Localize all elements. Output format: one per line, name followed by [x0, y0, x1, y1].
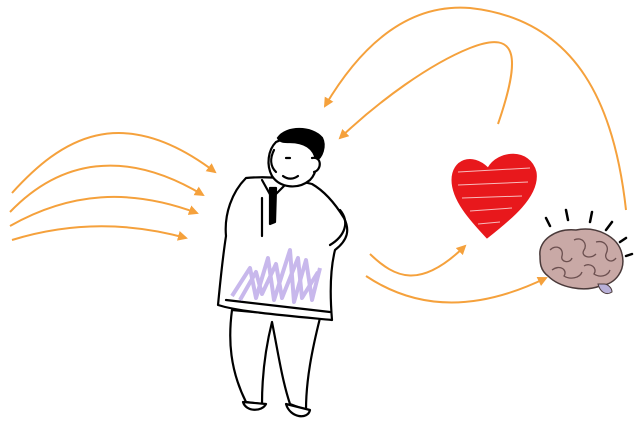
- heart-icon: [452, 154, 536, 238]
- person-left-shoe: [243, 402, 266, 410]
- feedback-arrow-from-heart: [340, 42, 512, 138]
- brain-stem: [598, 284, 612, 294]
- arrow-to-brain: [366, 276, 546, 303]
- incoming-arrow-3: [10, 197, 197, 226]
- brain-icon: [540, 210, 632, 294]
- brain-shape: [540, 229, 623, 289]
- person-head: [269, 129, 324, 186]
- incoming-arrow-4: [12, 226, 186, 240]
- heart-shape: [452, 154, 536, 238]
- person-tie: [270, 188, 276, 224]
- outgoing-arrows: [366, 246, 546, 303]
- arrow-to-heart: [370, 246, 465, 276]
- person-legs: [230, 310, 320, 410]
- incoming-arrows: [10, 133, 215, 240]
